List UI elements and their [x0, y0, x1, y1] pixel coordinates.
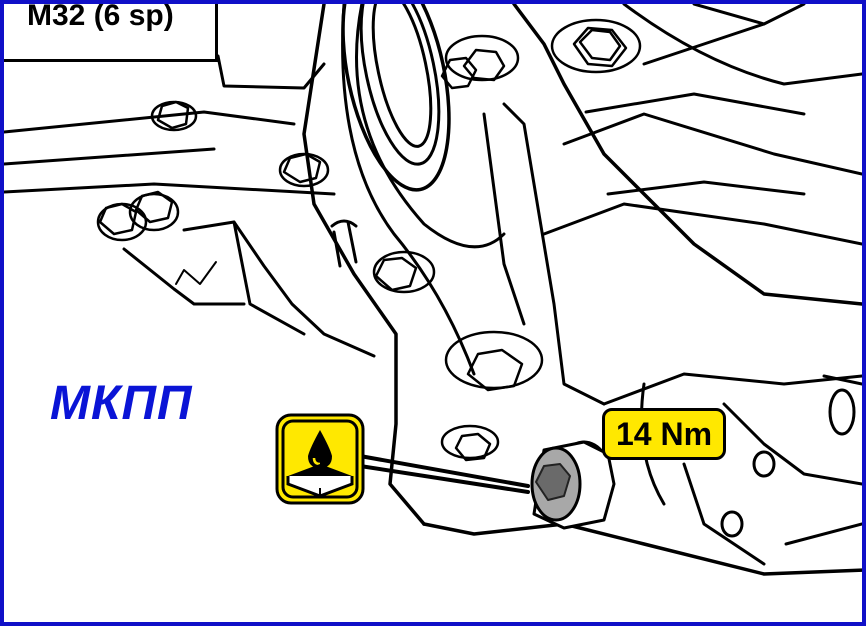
model-title-box: M32 (6 sp) [4, 0, 218, 62]
torque-badge: 14 Nm [602, 408, 726, 460]
torque-value: 14 Nm [615, 415, 713, 452]
gearbox-type-label: МКПП [50, 377, 193, 430]
gearbox-line-drawing [4, 4, 862, 576]
model-title: M32 (6 sp) [27, 0, 174, 32]
oil-drain-plug-icon [275, 413, 365, 505]
